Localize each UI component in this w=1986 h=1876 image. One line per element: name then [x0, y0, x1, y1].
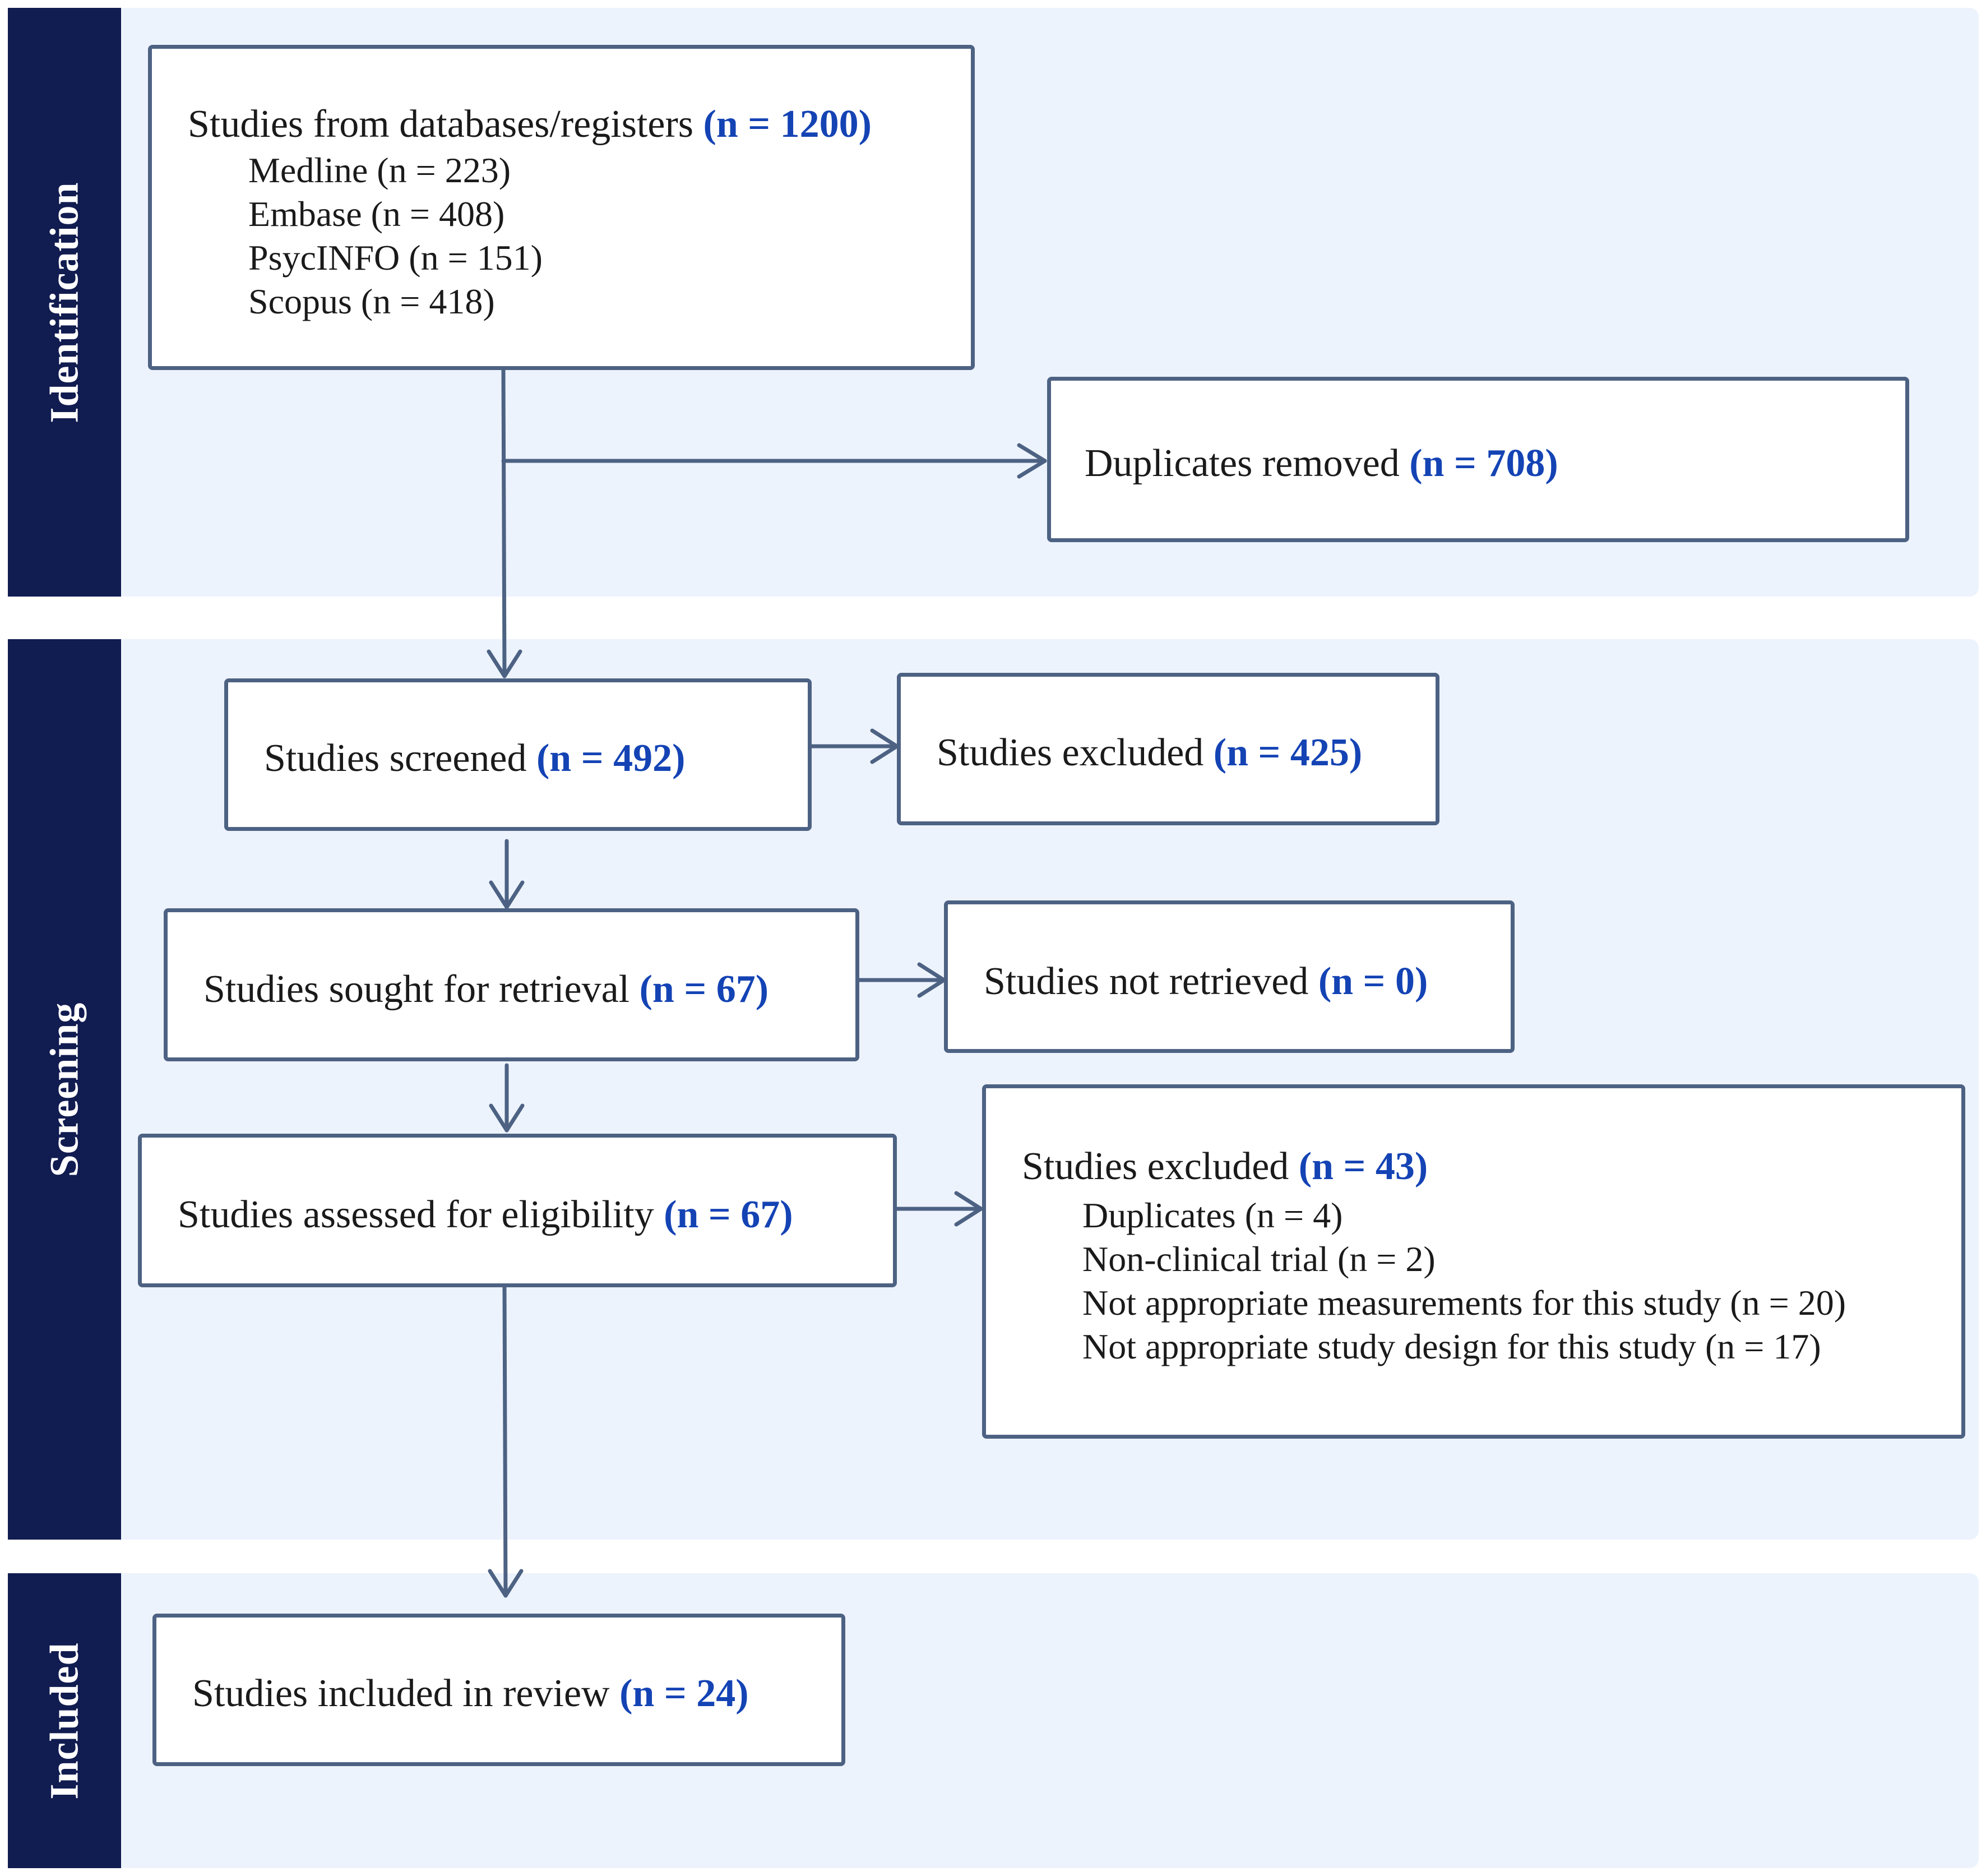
arrowhead-included: [488, 1569, 524, 1598]
identified-count: (n = 1200): [703, 103, 872, 146]
arrowhead-screened: [487, 649, 522, 678]
reason-duplicates: Duplicates (n = 4): [1082, 1195, 1343, 1235]
excluded-eligibility-count: (n = 43): [1298, 1145, 1428, 1188]
sought-text: Studies sought for retrieval (n = 67): [203, 967, 769, 1012]
screening-phase-label: Screening: [8, 639, 121, 1540]
arrow-identified-to-screened: [501, 368, 507, 678]
screened-text: Studies screened (n = 492): [264, 736, 685, 781]
duplicates-label: Duplicates removed: [1085, 442, 1400, 485]
excluded-eligibility-title: Studies excluded (n = 43): [1022, 1144, 1428, 1189]
source-medline: Medline (n = 223): [248, 150, 511, 190]
source-scopus: Scopus (n = 418): [248, 281, 495, 321]
arrowhead-excluded-eligibility: [954, 1191, 983, 1227]
screened-label: Studies screened: [264, 737, 527, 780]
identification-phase-label: Identification: [8, 8, 121, 597]
included-count: (n = 24): [619, 1672, 749, 1715]
duplicates-text: Duplicates removed (n = 708): [1085, 441, 1558, 486]
excluded-eligibility-box: Studies excluded (n = 43) Duplicates (n …: [982, 1084, 1965, 1439]
sought-count: (n = 67): [639, 968, 769, 1011]
arrowhead-assessed: [489, 1103, 525, 1133]
reason-non-clinical-trial: Non-clinical trial (n = 2): [1082, 1239, 1436, 1279]
identified-title: Studies from databases/registers (n = 12…: [188, 102, 872, 147]
included-label: Studies included in review: [192, 1672, 610, 1715]
excluded-screen-box: Studies excluded (n = 425): [897, 673, 1439, 825]
not-retrieved-count: (n = 0): [1318, 960, 1428, 1003]
included-text: Studies included in review (n = 24): [192, 1671, 749, 1716]
identified-box: Studies from databases/registers (n = 12…: [148, 45, 975, 370]
duplicates-box: Duplicates removed (n = 708): [1047, 377, 1909, 542]
reason-study-design: Not appropriate study design for this st…: [1082, 1327, 1821, 1366]
sought-box: Studies sought for retrieval (n = 67): [164, 908, 859, 1061]
screened-count: (n = 492): [536, 737, 686, 780]
excluded-screen-count: (n = 425): [1213, 731, 1363, 774]
duplicates-count: (n = 708): [1409, 442, 1558, 485]
assessed-count: (n = 67): [664, 1193, 793, 1236]
excluded-screen-text: Studies excluded (n = 425): [937, 731, 1362, 775]
assessed-box: Studies assessed for eligibility (n = 67…: [138, 1134, 897, 1287]
assessed-label: Studies assessed for eligibility: [178, 1193, 654, 1236]
included-box: Studies included in review (n = 24): [152, 1614, 845, 1766]
screened-box: Studies screened (n = 492): [224, 678, 812, 831]
source-psycinfo: PsycINFO (n = 151): [248, 238, 543, 278]
excluded-eligibility-label: Studies excluded: [1022, 1145, 1289, 1188]
included-phase-label: Included: [8, 1573, 121, 1868]
sought-label: Studies sought for retrieval: [203, 968, 630, 1011]
assessed-text: Studies assessed for eligibility (n = 67…: [178, 1193, 793, 1237]
reason-measurements: Not appropriate measurements for this st…: [1082, 1283, 1846, 1323]
not-retrieved-text: Studies not retrieved (n = 0): [984, 959, 1428, 1004]
not-retrieved-label: Studies not retrieved: [984, 960, 1309, 1003]
arrowhead-sought: [489, 880, 525, 909]
arrow-assessed-to-included: [502, 1285, 508, 1598]
identified-label: Studies from databases/registers: [188, 103, 694, 146]
arrowhead-duplicates: [1017, 443, 1047, 479]
source-embase: Embase (n = 408): [248, 194, 505, 234]
not-retrieved-box: Studies not retrieved (n = 0): [944, 900, 1515, 1053]
excluded-screen-label: Studies excluded: [937, 731, 1204, 774]
